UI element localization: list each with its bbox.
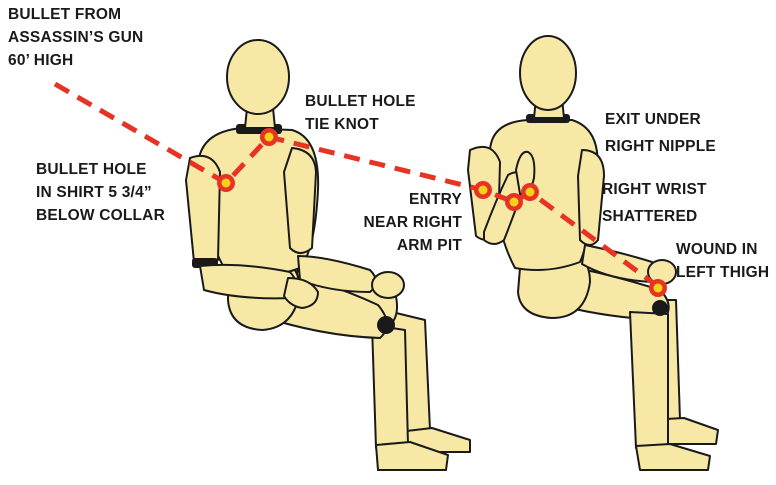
label-bullet-from: BULLET FROM ASSASSIN’S GUN 60’ HIGH [8, 3, 143, 72]
label-line: BULLET HOLE [36, 158, 165, 181]
label-wrist: RIGHT WRIST SHATTERED [602, 178, 707, 228]
tie-knot-marker [260, 128, 278, 146]
label-line: ASSASSIN’S GUN [8, 26, 143, 49]
label-line: RIGHT NIPPLE [605, 135, 716, 158]
label-line: IN SHIRT 5 3/4” [36, 181, 165, 204]
label-line: ENTRY [342, 188, 462, 211]
label-line: SHATTERED [602, 205, 707, 228]
thigh-wound-marker [649, 279, 667, 297]
label-line: NEAR RIGHT [342, 211, 462, 234]
label-tie-knot: BULLET HOLE TIE KNOT [305, 90, 416, 136]
label-line: BULLET FROM [8, 3, 143, 26]
label-line: RIGHT WRIST [602, 178, 707, 201]
label-line: TIE KNOT [305, 113, 416, 136]
label-line: WOUND IN [676, 238, 769, 261]
label-line: BELOW COLLAR [36, 204, 165, 227]
label-shirt-hole: BULLET HOLE IN SHIRT 5 3/4” BELOW COLLAR [36, 158, 165, 227]
label-thigh: WOUND IN LEFT THIGH [676, 238, 769, 284]
label-line: BULLET HOLE [305, 90, 416, 113]
label-entry: ENTRY NEAR RIGHT ARM PIT [342, 188, 462, 257]
label-line: LEFT THIGH [676, 261, 769, 284]
label-line: EXIT UNDER [605, 108, 716, 131]
shirt-hole-marker [217, 174, 235, 192]
wrist-hit-marker [505, 193, 523, 211]
label-line: ARM PIT [342, 234, 462, 257]
armpit-entry-marker [474, 181, 492, 199]
nipple-exit-marker [521, 183, 539, 201]
label-exit: EXIT UNDER RIGHT NIPPLE [605, 108, 716, 158]
label-line: 60’ HIGH [8, 49, 143, 72]
